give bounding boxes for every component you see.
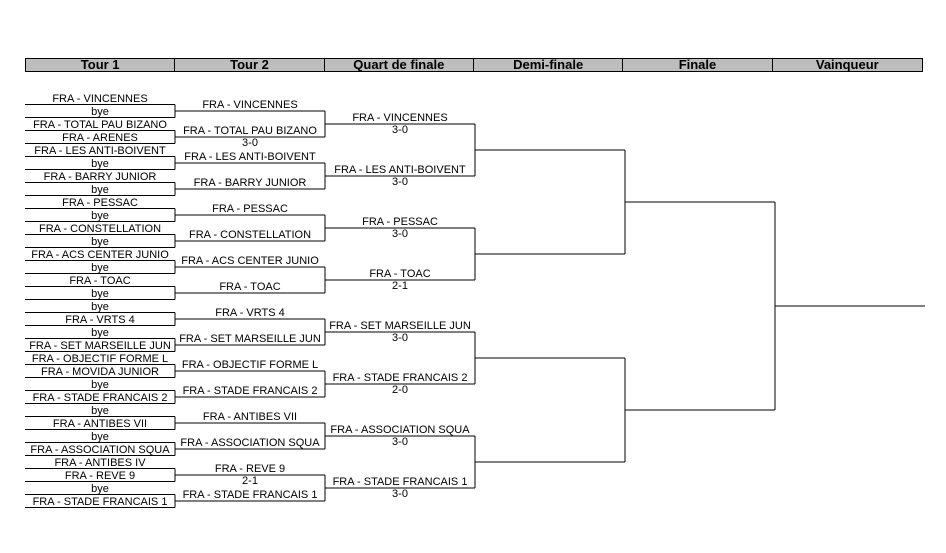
round2-entry-name: FRA - SET MARSEILLE JUN	[179, 333, 321, 345]
round1-entry: bye	[91, 235, 109, 248]
round1-entry: FRA - ASSOCIATION SQUA	[30, 443, 170, 456]
round1-entry: bye	[91, 404, 109, 417]
round2-entry-name: FRA - OBJECTIF FORME L	[181, 359, 319, 371]
quarter-entry-score: 2-0	[392, 384, 408, 396]
round2-entry-name: FRA - CONSTELLATION	[188, 229, 312, 241]
quarter-entry-score: 3-0	[392, 228, 408, 240]
quarter-entry-name: FRA - STADE FRANCAIS 2	[332, 372, 468, 384]
quarter-entry-score: 3-0	[392, 332, 408, 344]
round1-entry: bye	[91, 378, 109, 391]
quarter-entry-name: FRA - SET MARSEILLE JUN	[329, 320, 471, 332]
round1-entry: FRA - ACS CENTER JUNIO	[31, 248, 169, 261]
round1-entry: FRA - VRTS 4	[65, 313, 135, 326]
round2-entry-name: FRA - STADE FRANCAIS 2	[182, 385, 318, 397]
round2-entry-name: FRA - STADE FRANCAIS 1	[182, 489, 318, 501]
round2-entry-name: FRA - TOTAL PAU BIZANO	[183, 125, 317, 137]
quarter-entry-name: FRA - TOAC	[369, 268, 431, 280]
quarter-entry-name: FRA - LES ANTI-BOIVENT	[334, 164, 466, 176]
round1-entry: FRA - ANTIBES IV	[54, 456, 146, 469]
round2-entry-score: 3-0	[242, 137, 258, 149]
round1-entry: bye	[91, 287, 109, 300]
quarter-entry-score: 3-0	[392, 176, 408, 188]
round2-entry-name: FRA - VRTS 4	[215, 307, 285, 319]
round1-entry: bye	[91, 157, 109, 170]
header-semi-final: Demi-finale	[474, 58, 624, 71]
round2-entry-name: FRA - ANTIBES VII	[202, 411, 298, 423]
round1-entry: FRA - ANTIBES VII	[52, 417, 148, 430]
quarter-entry-name: FRA - STADE FRANCAIS 1	[332, 476, 468, 488]
round1-entry: FRA - VINCENNES	[52, 92, 148, 105]
round1-entry: FRA - STADE FRANCAIS 2	[32, 391, 168, 404]
round1-entry: FRA - OBJECTIF FORME L	[31, 352, 169, 365]
round2-entry-name: FRA - VINCENNES	[202, 99, 298, 111]
header-quarter-final: Quart de finale	[325, 58, 474, 71]
round1-entry: bye	[91, 183, 109, 196]
round1-entry: bye	[91, 430, 109, 443]
round-header-bar: Tour 1 Tour 2 Quart de finale Demi-final…	[25, 58, 923, 72]
round1-entry: FRA - MOVIDA JUNIOR	[41, 365, 159, 378]
header-tour2: Tour 2	[175, 58, 325, 71]
round1-entry: FRA - PESSAC	[62, 196, 138, 209]
quarter-entry-name: FRA - ASSOCIATION SQUA	[330, 424, 470, 436]
round2-entry-name: FRA - ACS CENTER JUNIO	[181, 255, 319, 267]
round1-entry: FRA - LES ANTI-BOIVENT	[34, 144, 166, 157]
round2-entry-name: FRA - REVE 9	[214, 463, 286, 475]
round1-entry: FRA - STADE FRANCAIS 1	[32, 495, 168, 508]
round1-entry: bye	[91, 261, 109, 274]
round1-entry: bye	[91, 482, 109, 495]
round2-entry-name: FRA - PESSAC	[212, 203, 288, 215]
quarter-entry-score: 2-1	[392, 280, 408, 292]
round1-entry: bye	[91, 105, 109, 118]
round1-entry: FRA - BARRY JUNIOR	[43, 170, 157, 183]
quarter-entry-score: 3-0	[392, 436, 408, 448]
round2-entry-name: FRA - LES ANTI-BOIVENT	[184, 151, 316, 163]
round1-entry: FRA - REVE 9	[64, 469, 136, 482]
quarter-entry-score: 3-0	[392, 124, 408, 136]
quarter-entry-name: FRA - VINCENNES	[352, 112, 448, 124]
round2-entry-score: 2-1	[242, 475, 258, 487]
round1-entry: FRA - CONSTELLATION	[38, 222, 162, 235]
header-final: Finale	[623, 58, 773, 71]
round1-entry: bye	[91, 326, 109, 339]
quarter-entry-score: 3-0	[392, 488, 408, 500]
quarter-entry-name: FRA - PESSAC	[362, 216, 438, 228]
round1-entry: FRA - TOAC	[69, 274, 131, 287]
header-winner: Vainqueur	[815, 57, 879, 72]
round1-entry: FRA - TOTAL PAU BIZANO	[33, 118, 167, 131]
round1-entry: bye	[91, 209, 109, 222]
round1-entry: bye	[91, 300, 109, 313]
round1-entry: FRA - ARENES	[62, 131, 138, 144]
round1-entry: FRA - SET MARSEILLE JUN	[29, 339, 171, 352]
header-tour1: Tour 1	[26, 58, 176, 71]
round2-entry-name: FRA - BARRY JUNIOR	[193, 177, 307, 189]
round2-entry-name: FRA - TOAC	[219, 281, 281, 293]
round2-entry-name: FRA - ASSOCIATION SQUA	[180, 437, 320, 449]
